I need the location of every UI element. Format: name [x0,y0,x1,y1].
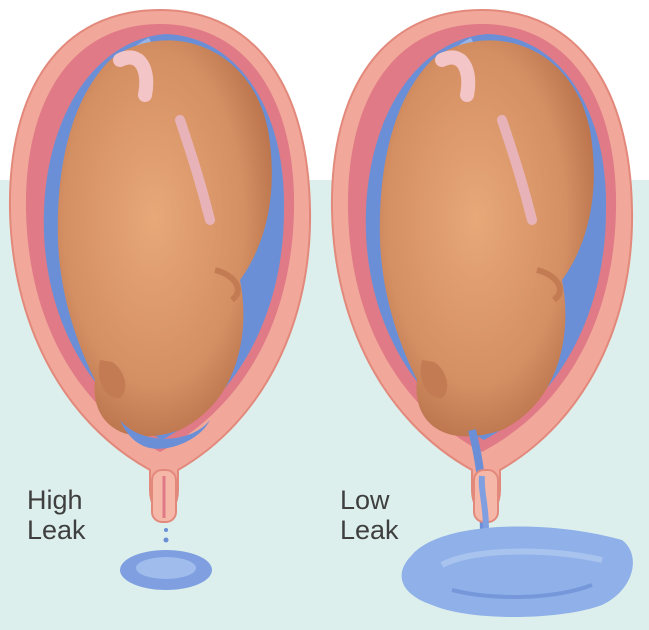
low-leak-label: Low Leak [340,485,399,545]
fluid-puddle-large [402,526,633,617]
high-leak-label: High Leak [27,485,86,545]
